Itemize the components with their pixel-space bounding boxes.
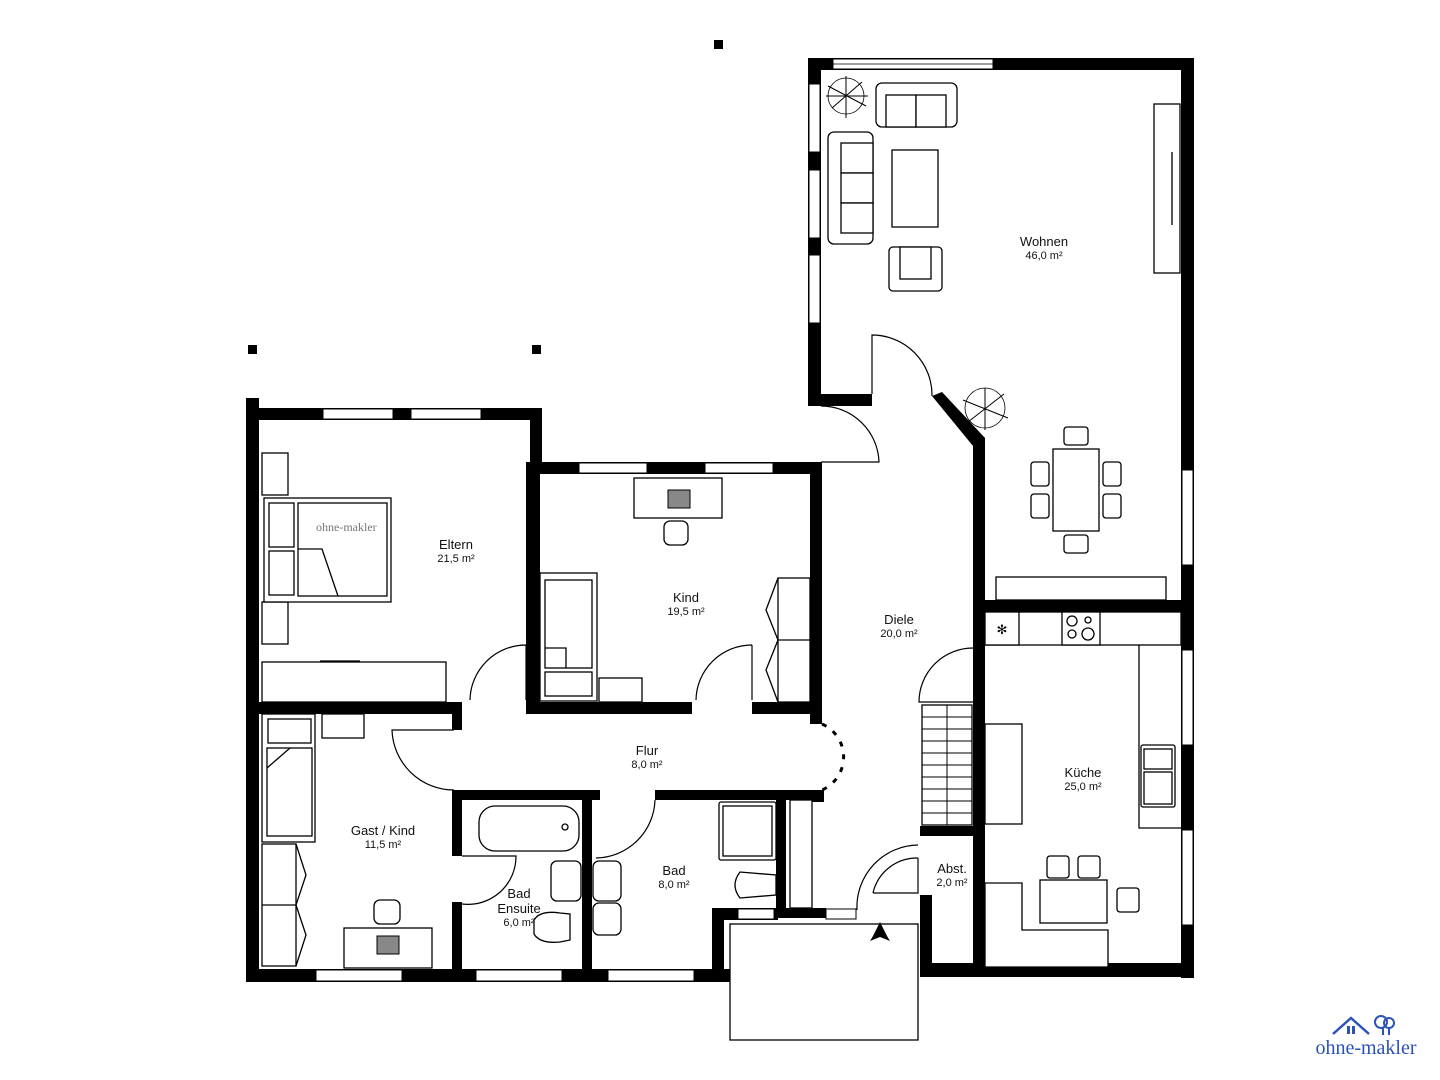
svg-text:✻: ✻ [997,622,1008,637]
room-area: 20,0 m² [880,627,918,640]
room-area: 46,0 m² [1025,249,1063,262]
room-area: 11,5 m² [364,838,402,851]
watermark-text: ohne-makler [316,520,377,534]
room-name-line1: Bad [507,886,531,901]
room-label-bad: Bad 8,0 m² [658,863,690,892]
logo-text: ohne-makler [1315,1037,1417,1059]
room-label-flur: Flur 8,0 m² [631,743,663,772]
room-label-eltern: Eltern 21,5 m² [437,537,475,566]
room-name-line2: Ensuite [497,900,541,916]
room-area: 21,5 m² [437,552,475,565]
room-label-kind: Kind 19,5 m² [667,590,705,619]
room-area: 25,0 m² [1064,780,1102,793]
room-name: Kind [672,590,700,605]
room-label-bad-ensuite: Bad Ensuite 6,0 m² [497,886,541,930]
room-area: 6,0 m² [503,916,535,929]
room-area: 8,0 m² [631,758,663,771]
room-label-wohnen: Wohnen 46,0 m² [1019,234,1069,263]
room-name: Gast / Kind [350,823,416,838]
room-name: Bad [662,863,686,878]
brand-logo: ohne-makler [1306,1014,1426,1060]
room-label-abst: Abst. 2,0 m² [936,861,968,890]
room-name: Wohnen [1019,234,1069,249]
watermark-logo: ohne-makler [316,520,377,535]
room-area: 8,0 m² [658,878,690,891]
room-name: Eltern [439,537,473,552]
room-name: Abst. [937,861,967,876]
room-label-kueche: Küche 25,0 m² [1064,765,1102,794]
house-tree-icon [1332,1015,1395,1035]
room-label-gast-kind: Gast / Kind 11,5 m² [350,823,416,852]
room-name: Flur [635,743,659,758]
room-area: 19,5 m² [667,605,705,618]
room-name: Diele [884,612,914,627]
room-area: 2,0 m² [936,876,968,889]
room-label-diele: Diele 20,0 m² [880,612,918,641]
room-name: Küche [1064,765,1102,780]
